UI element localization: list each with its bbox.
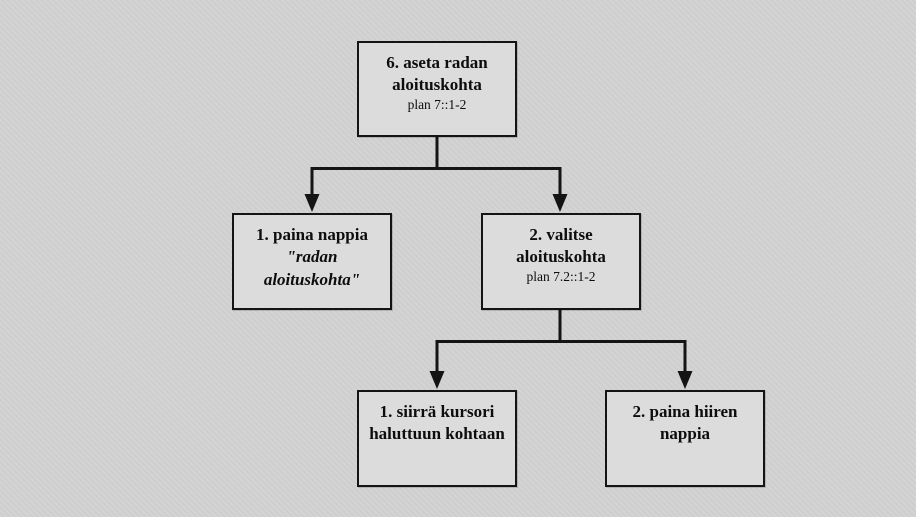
node-set-track-start: 6. aseta radan aloituskohta plan 7::1-2 (357, 41, 517, 137)
node-plan-reference: plan 7.2::1-2 (526, 268, 596, 284)
node-press-button: 1. paina nappia "radan aloituskohta" (232, 213, 392, 310)
node-title: 1. siirrä kursori haluttuun kohtaan (369, 402, 505, 444)
node-title: 2. valitse aloituskohta (516, 225, 606, 267)
node-title: 1. paina nappia (256, 225, 368, 244)
arrowhead-down-icon (552, 194, 568, 212)
node-choose-start-point: 2. valitse aloituskohta plan 7.2::1-2 (481, 213, 641, 310)
node-title: 6. aseta radan aloituskohta (386, 53, 488, 95)
arrowhead-down-icon (304, 194, 320, 212)
node-press-mouse-button: 2. paina hiiren nappia (605, 390, 765, 487)
node-title: 2. paina hiiren nappia (632, 402, 738, 444)
node-button-name-quote: "radan aloituskohta" (263, 247, 361, 289)
node-move-cursor: 1. siirrä kursori haluttuun kohtaan (357, 390, 517, 487)
arrowhead-down-icon (677, 371, 693, 389)
node-plan-reference: plan 7::1-2 (407, 96, 467, 112)
arrowhead-down-icon (429, 371, 445, 389)
